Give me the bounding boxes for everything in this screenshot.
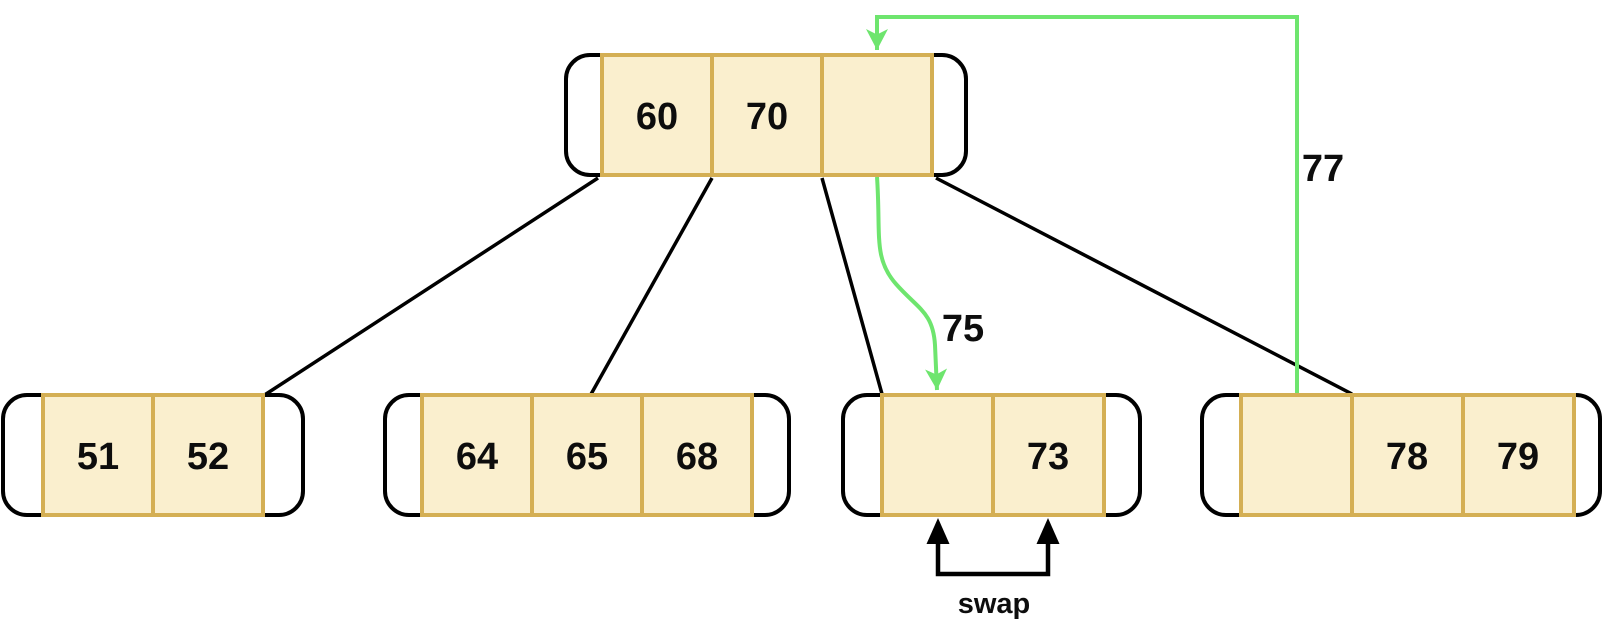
root-node: 60 70	[564, 53, 968, 177]
leaf-4-cell-1	[1239, 393, 1354, 517]
edge-root-to-leaf-1	[262, 176, 599, 398]
leaf-3-cell-1	[880, 393, 995, 517]
redistribution-arrows	[866, 15, 1299, 394]
leaf-4-key-3: 79	[1497, 436, 1539, 478]
leaf-4-key-2: 78	[1386, 436, 1428, 478]
leaf-2-key-2: 65	[566, 436, 608, 478]
label-carry-down-75: 75	[942, 308, 984, 350]
leaf-1-key-2: 52	[187, 436, 229, 478]
root-key-2: 70	[746, 96, 788, 138]
edge-root-to-leaf-3	[820, 177, 884, 395]
carry-down-arrow-75	[875, 176, 948, 391]
leaf-1-key-1: 51	[77, 436, 119, 478]
swap-arrow	[926, 518, 1060, 577]
edge-root-to-leaf-4	[935, 176, 1353, 396]
leaf-node-3: 73	[841, 393, 1142, 517]
label-swap: swap	[958, 588, 1031, 620]
root-key-1: 60	[636, 96, 678, 138]
leaf-2-key-3: 68	[676, 436, 718, 478]
edge-root-to-leaf-2	[588, 177, 714, 397]
leaf-4-cell-2	[1350, 393, 1465, 517]
leaf-2-cell-2	[530, 393, 644, 517]
swap-arrow-line	[935, 540, 1051, 577]
swap-arrowhead-right-icon	[1036, 518, 1060, 544]
edge-labels: 77 75 swap	[942, 148, 1344, 620]
leaf-node-2: 64 65 68	[383, 393, 791, 517]
leaf-2-cell-3	[640, 393, 754, 517]
root-cell-3	[820, 53, 934, 177]
leaf-2-key-1: 64	[456, 436, 498, 478]
leaf-3-cell-2	[991, 393, 1106, 517]
leaf-2-cell-1	[420, 393, 534, 517]
leaf-3-key-2: 73	[1027, 436, 1069, 478]
swap-arrowhead-left-icon	[926, 518, 950, 544]
label-carry-up-77: 77	[1302, 148, 1344, 190]
carry-up-arrow-77	[866, 15, 1299, 394]
leaf-node-4: 78 79	[1200, 393, 1602, 517]
tree-edges	[262, 176, 1353, 398]
leaf-1-cell-2	[151, 393, 265, 517]
leaf-4-cell-3	[1461, 393, 1576, 517]
leaf-node-1: 51 52	[1, 393, 305, 517]
